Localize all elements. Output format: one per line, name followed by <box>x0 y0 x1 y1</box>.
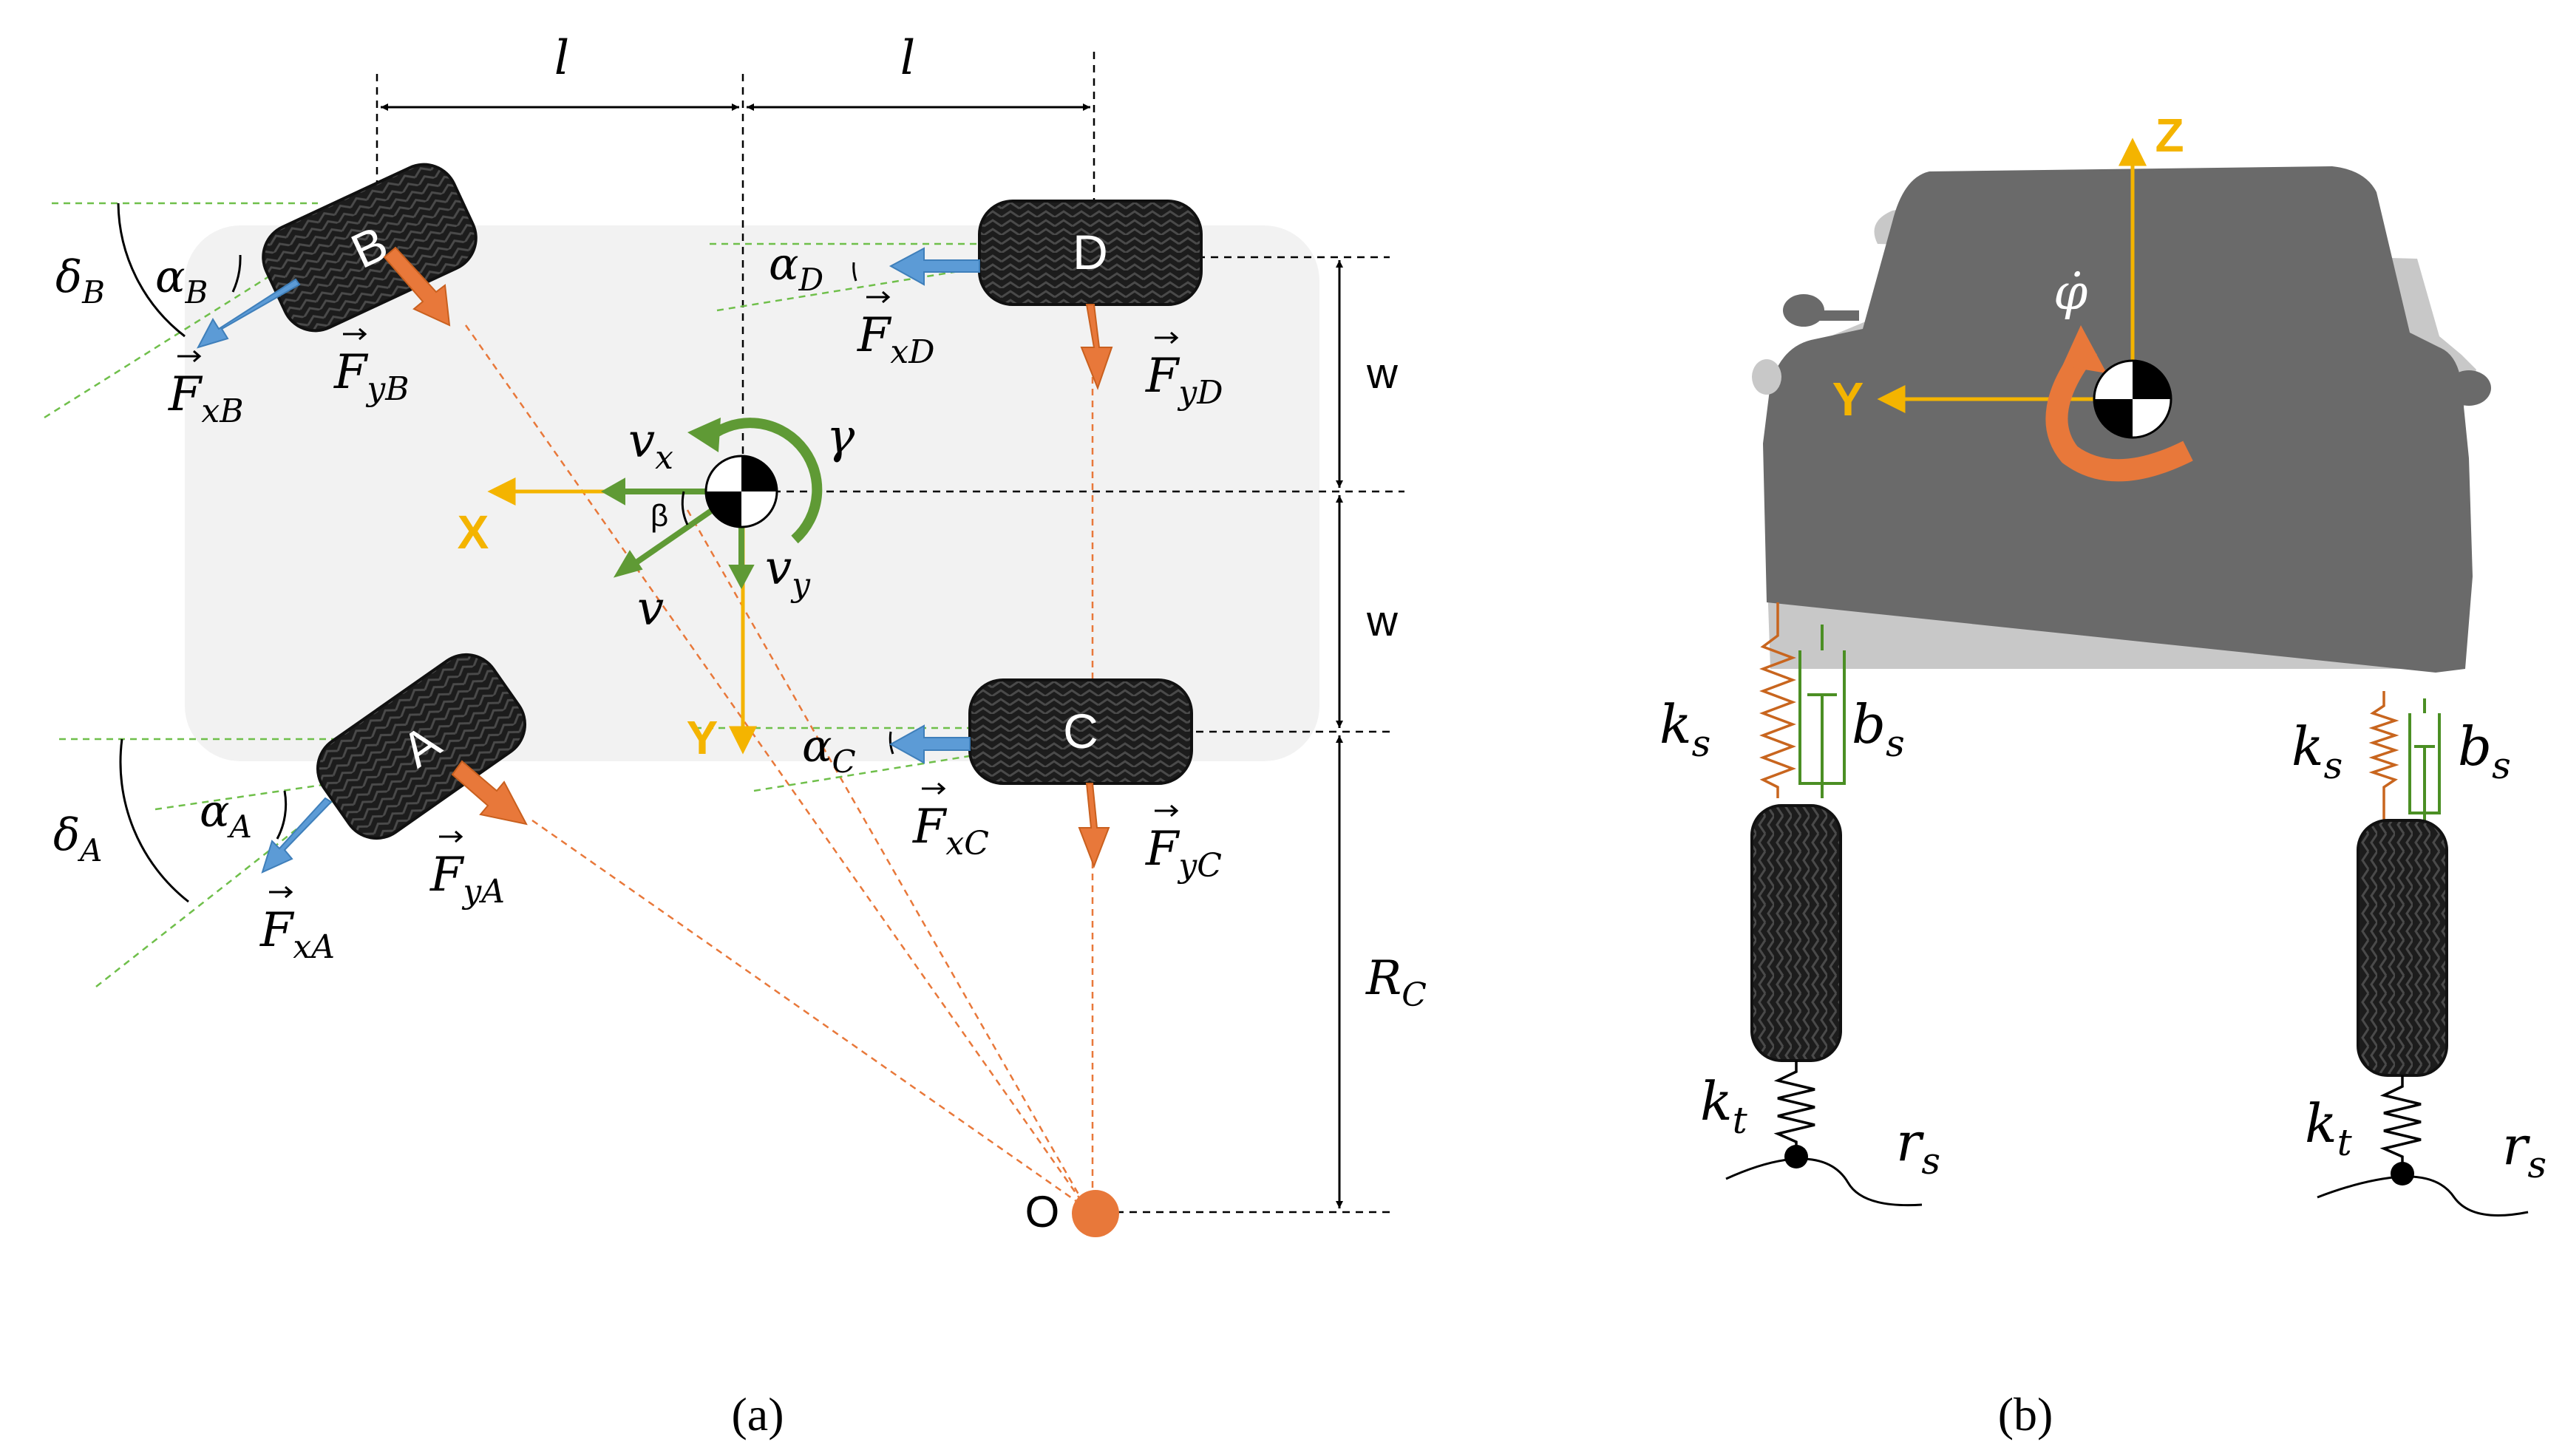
velocity-labels: vx v vy γ <box>628 409 855 636</box>
mirror-right <box>2447 370 2491 406</box>
force-labels: FxB FyB FxA FyA FxD FyD FxC FyC <box>168 308 1223 966</box>
yaw-rate-arc <box>702 418 823 544</box>
panel-b-caption: (b) <box>1998 1388 2053 1440</box>
panel-a-caption: (a) <box>731 1388 784 1440</box>
alpha-d-arc <box>852 262 857 282</box>
damper-bs-right <box>2408 698 2441 820</box>
fx-arrows <box>197 247 980 874</box>
angle-labels: δB αB δA αA αD αC <box>53 239 856 868</box>
yaw-rate-arrowhead <box>687 418 721 452</box>
fy-a-arrow <box>451 760 528 826</box>
roll-rate-arc <box>2045 340 2193 482</box>
alpha-a-label: αA <box>200 786 252 845</box>
v-label: v <box>637 582 664 636</box>
spring-ks-left <box>1759 602 1796 798</box>
fy-b-label: FyB <box>333 345 410 408</box>
vx-label: vx <box>628 414 673 477</box>
wheel-d-letter: D <box>1073 225 1108 279</box>
tire-left <box>1750 804 1842 1062</box>
mirror-left-shadow <box>1752 359 1781 395</box>
dim-l-right-label: l <box>900 31 915 86</box>
delta-b-arc <box>117 203 186 338</box>
fx-d-arrow <box>889 247 980 286</box>
beta-label: β <box>650 498 668 533</box>
kt-right-label: kt <box>2305 1092 2353 1164</box>
mirror-left-arm <box>1815 310 1859 321</box>
fx-c-arrow <box>889 724 971 764</box>
rs-left-label: rs <box>1896 1111 1940 1183</box>
axis-x-label: X <box>458 506 489 559</box>
axis-z-label: Z <box>2155 109 2184 162</box>
fy-c-arrow <box>1078 783 1110 868</box>
alpha-b-arc <box>231 254 242 293</box>
delta-a-arc <box>119 738 189 903</box>
fx-c-label: FxC <box>912 800 989 863</box>
dim-w-upper-label: w <box>1366 350 1399 398</box>
wheel-c: C <box>968 678 1193 785</box>
fx-a-label: FxA <box>259 903 335 966</box>
panel-a: l l w w RC O <box>44 31 1427 1440</box>
fy-d-label: FyD <box>1145 349 1223 412</box>
wheel-c-letter: C <box>1063 704 1098 758</box>
alpha-a-arc <box>276 790 288 840</box>
bs-right-label: bs <box>2458 715 2511 787</box>
suspension-left <box>1725 602 1923 1207</box>
axis-y-label: Y <box>687 711 718 764</box>
alpha-b-label: αB <box>155 251 208 310</box>
road-profile-right <box>2317 1175 2529 1217</box>
fy-d-arrow <box>1080 304 1113 390</box>
kt-left-label: kt <box>1700 1070 1748 1142</box>
fy-a-label: FyA <box>429 848 505 911</box>
rs-right-label: rs <box>2502 1115 2547 1186</box>
road-contact-right <box>2391 1162 2414 1185</box>
vector-overbars <box>177 290 1179 899</box>
dim-rc-label: RC <box>1365 951 1427 1014</box>
suspension-left-labels: ks bs kt rs <box>1659 693 1940 1183</box>
rear-axes <box>1877 137 2147 414</box>
wheel-a: A <box>316 653 527 840</box>
turning-center-o <box>1072 1190 1119 1237</box>
vy-label: vy <box>765 541 811 604</box>
phi-dot-label: φ̇ <box>2053 264 2087 321</box>
fx-d-label: FxD <box>857 308 935 371</box>
damper-bs-left <box>1798 625 1846 798</box>
alpha-d-label: αD <box>769 239 823 298</box>
ks-right-label: ks <box>2291 715 2343 787</box>
bs-left-label: bs <box>1852 693 1905 765</box>
fx-a-arrow <box>261 797 333 874</box>
suspension-right-labels: ks bs kt rs <box>2291 715 2547 1186</box>
fx-b-label: FxB <box>168 367 244 430</box>
gamma-label: γ <box>826 409 855 464</box>
fy-b-arrow <box>383 246 451 327</box>
fy-arrows <box>383 246 1113 868</box>
alpha-c-label: αC <box>802 721 856 780</box>
ks-left-label: ks <box>1659 693 1710 765</box>
delta-b-label: δB <box>55 251 105 310</box>
dim-w-lower-label: w <box>1366 597 1399 645</box>
road-contact-left <box>1784 1145 1808 1168</box>
roll-rate-arrowhead <box>2062 325 2107 373</box>
turning-center-label: O <box>1025 1187 1060 1236</box>
fy-c-label: FyC <box>1145 822 1222 885</box>
tire-right <box>2357 819 2448 1077</box>
mirror-left <box>1783 294 1824 327</box>
axis-y-b-label: Y <box>1832 372 1864 426</box>
spring-kt-left <box>1773 1061 1815 1153</box>
dim-l-left-label: l <box>554 31 569 86</box>
panel-b: Z Y φ̇ ks bs kt <box>1659 109 2547 1440</box>
road-profile-left <box>1725 1157 1923 1207</box>
wheel-d: D <box>978 200 1203 306</box>
fx-b-arrow <box>197 278 301 349</box>
cg-symbol <box>704 455 778 528</box>
spring-kt-right <box>2379 1075 2422 1168</box>
spring-ks-right <box>2368 691 2399 820</box>
cg-symbol-rear <box>2093 359 2172 439</box>
suspension-right <box>2317 691 2529 1217</box>
alpha-c-arc <box>889 731 894 755</box>
beta-arc <box>681 491 689 525</box>
delta-a-label: δA <box>53 809 102 868</box>
